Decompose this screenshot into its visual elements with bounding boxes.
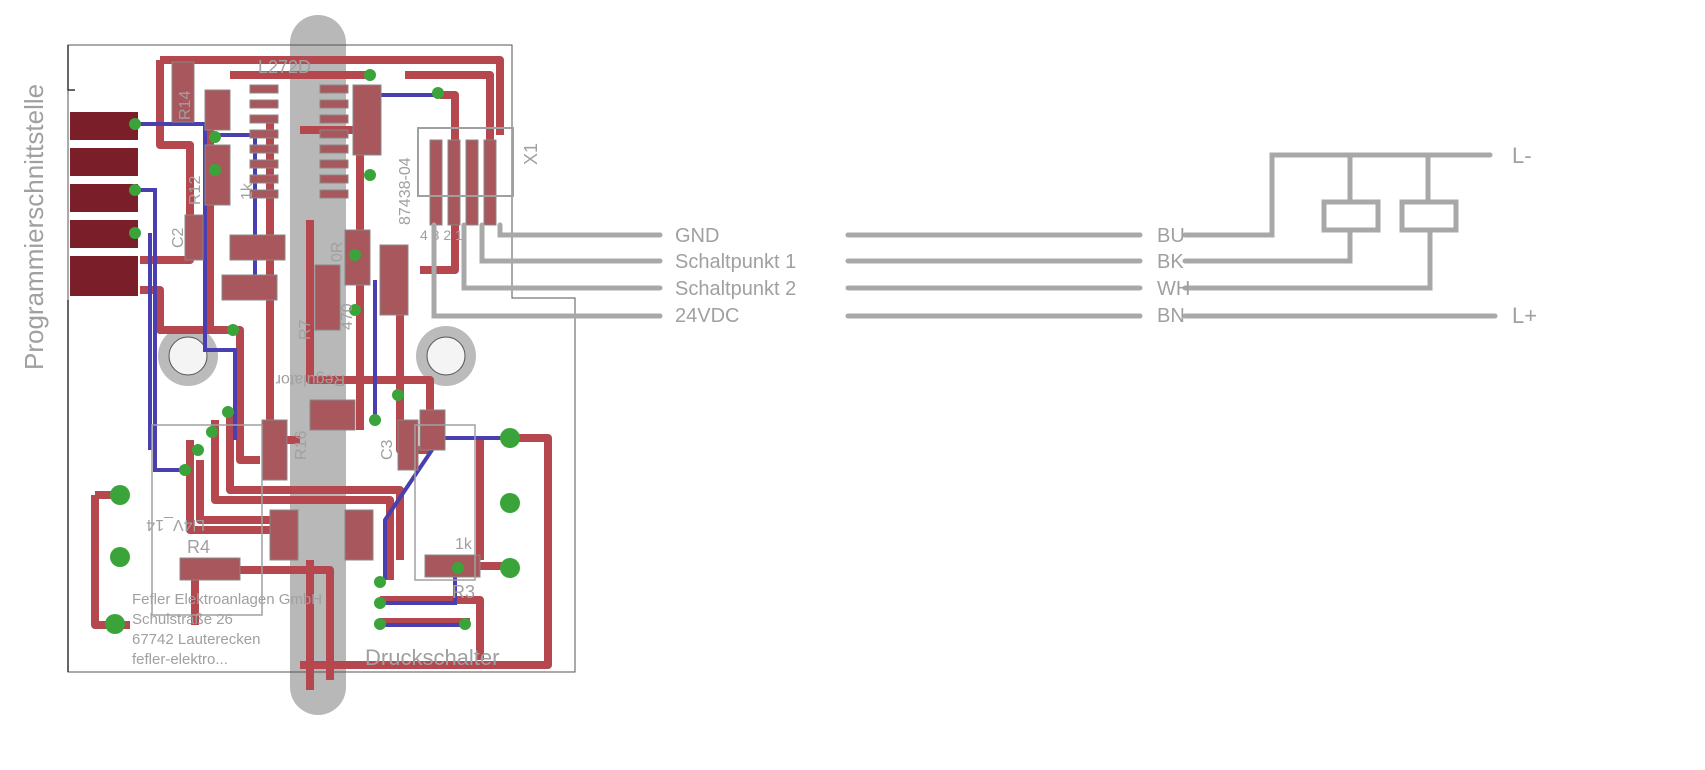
board-edge [67,45,75,672]
load-relay-2 [1399,199,1459,233]
signal-switchpoint-2: Schaltpunkt 2 [675,278,796,300]
load-relay-1 [1321,199,1381,233]
wire-color-bn: BN [1157,305,1185,327]
rail-minus-label: L- [1512,143,1532,168]
company-city: 67742 Lauterecken [132,631,260,648]
component-label: C3 [379,439,396,460]
programming-connector [70,112,138,296]
connector-pin-numbers: 4 3 2 1 [420,227,463,243]
pressure-switch-label: Druckschalter [365,645,499,670]
component-label: C2 [170,227,187,248]
vias [105,69,520,634]
component-label: Ll4V_14 [146,516,205,533]
signal-gnd: GND [675,225,719,247]
company-street: Schulstraße 26 [132,611,233,628]
component-label: R14 [177,91,194,120]
component-label: R16 [293,431,310,460]
sensor-outline [151,424,263,616]
connector-x1-outline [417,127,514,197]
component-label: R12 [187,176,204,205]
component-label: 1k [455,536,473,553]
signal-24vdc: 24VDC [675,305,739,327]
ic-pads [171,61,497,581]
wiring-lines [431,152,1498,319]
wire-color-wh: WH [1157,278,1190,300]
component-label: R3 [452,582,475,602]
ic-label: L272D [258,57,311,77]
bottom-copper-traces [135,93,505,627]
connector-part-number: 87438-04 [397,157,414,225]
wire-color-bk: BK [1157,251,1184,273]
component-label: 0R [329,242,346,262]
wire-color-bu: BU [1157,225,1185,247]
resistor-r3-outline [414,424,476,581]
company-name: Fefler Elektroanlagen GmbH [132,591,322,608]
programming-interface-label: Programmierschnittstelle [19,84,49,370]
connector-name: X1 [521,143,541,165]
component-label: Regulator [275,371,345,388]
component-label: 470 [339,303,356,330]
rail-plus-label: L+ [1512,303,1537,328]
component-label: 1k [239,182,256,200]
component-label: R7 [297,319,314,340]
signal-switchpoint-1: Schaltpunkt 1 [675,251,796,273]
company-web: fefler-elektro... [132,651,228,668]
component-label: R4 [187,537,210,557]
